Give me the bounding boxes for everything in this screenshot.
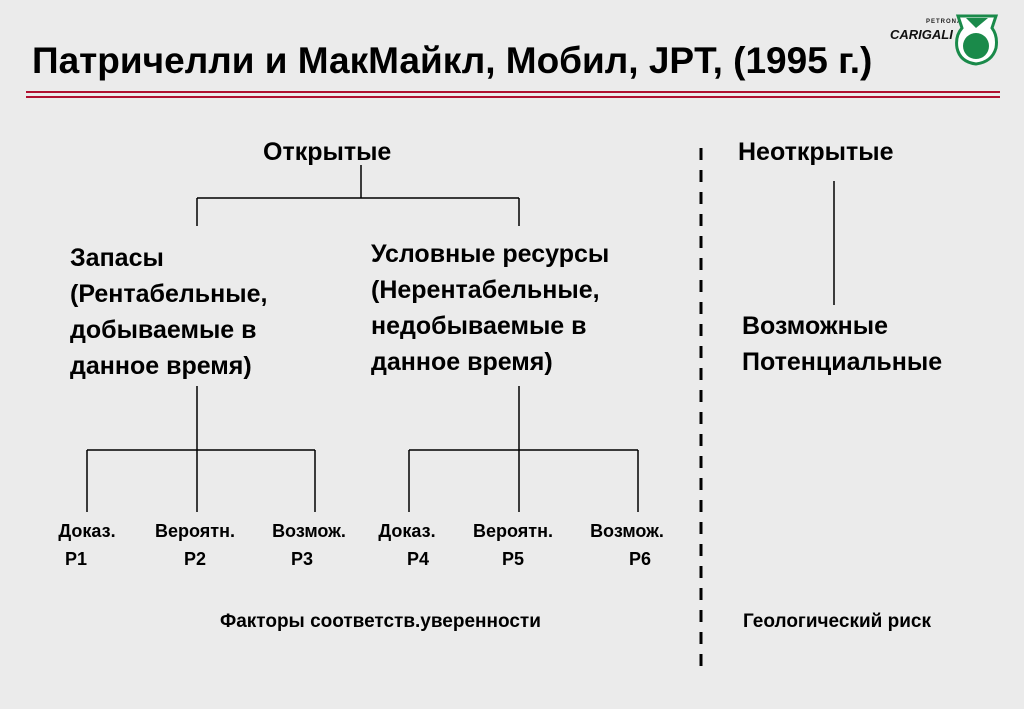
category-p1-name: Доказ. [58,521,116,541]
category-p4-code: P4 [406,549,430,569]
category-p5-code: P5 [501,549,525,569]
petronas-emblem-icon [955,14,999,66]
contingent-line-1: Условные ресурсы [371,240,610,268]
category-p2-name: Вероятн. [155,521,235,541]
footer-geological-risk: Геологический риск [743,611,931,632]
category-p5: Вероятн. P5 [456,517,570,573]
prospective-line-1: Возможные [742,312,888,340]
logo-big-text: CARIGALI [890,27,953,42]
contingent-line-2: (Нерентабельные, [371,276,600,304]
title-rule-bottom [26,96,1000,98]
category-p3-code: P3 [290,549,314,569]
heading-undiscovered: Неоткрытые [738,138,894,166]
contingent-line-3: недобываемые в [371,312,587,340]
category-p5-name: Вероятн. [473,521,553,541]
category-p2-code: P2 [183,549,207,569]
petronas-carigali-logo: PETRONAS CARIGALI [890,14,1000,70]
prospective-line-2: Потенциальные [742,348,943,376]
category-p3-name: Возмож. [272,521,346,541]
title-rule-top [26,91,1000,93]
category-p1-code: P1 [64,549,88,569]
heading-discovered: Открытые [263,138,392,166]
reserves-block: Запасы (Рентабельные, добываемые в данно… [70,240,267,384]
logo-small-text: PETRONAS [926,19,968,25]
category-p6-code: P6 [628,549,652,569]
contingent-line-4: данное время) [371,348,553,376]
prospective-block: Возможные Потенциальные [742,308,942,380]
category-p2: Вероятн. P2 [140,517,250,573]
category-p6: Возмож. P6 [575,517,679,573]
contingent-block: Условные ресурсы (Нерентабельные, недобы… [371,236,609,380]
category-p6-name: Возмож. [590,521,664,541]
reserves-line-1: Запасы [70,244,164,272]
category-p4-name: Доказ. [378,521,436,541]
page-title: Патричелли и МакМайкл, Мобил, JPT, (1995… [32,40,873,81]
reserves-line-3: добываемые в [70,316,257,344]
category-p3: Возмож. P3 [257,517,361,573]
footer-confidence-factors: Факторы соответств.уверенности [220,611,541,632]
category-p4: Доказ. P4 [360,517,454,573]
reserves-line-2: (Рентабельные, [70,280,268,308]
category-p1: Доказ. P1 [40,517,134,573]
reserves-line-4: данное время) [70,352,252,380]
